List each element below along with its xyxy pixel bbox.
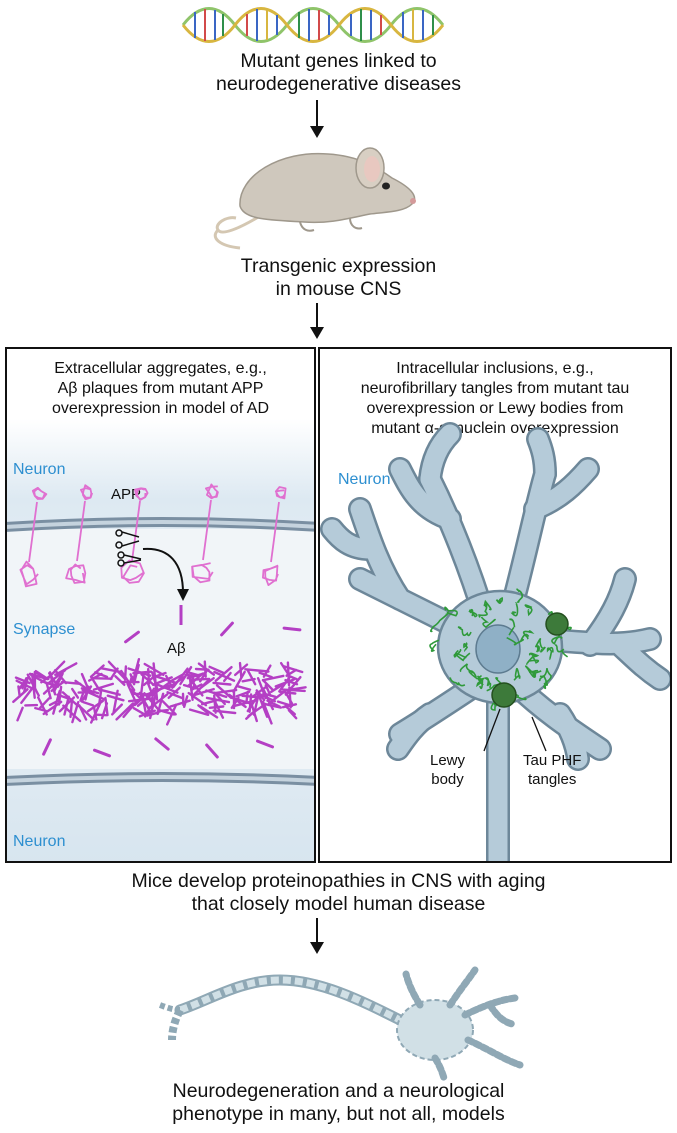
step-outcome-line-2: phenotype in many, but not all, models (172, 1103, 505, 1125)
app-label: APP (111, 486, 142, 503)
intracellular-title-line-4: mutant α-synuclein overexpression (371, 420, 619, 437)
abeta-aggregation-art (12, 483, 307, 759)
intracellular-title-line-2: neurofibrillary tangles from mutant tau (360, 380, 630, 397)
neuron-label: Neuron (338, 471, 391, 488)
dna-helix-icon (181, 7, 445, 43)
lewy-body-label: Lewy body (430, 751, 465, 789)
step-proteinopathy-line-2: that closely model human disease (191, 893, 486, 915)
synapse-background (7, 419, 314, 861)
intracellular-panel: Intracellular inclusions, e.g., neurofib… (318, 347, 672, 863)
step-transgenic-line-1: Transgenic expression (240, 255, 437, 277)
extracellular-title: Extracellular aggregates, e.g., Aβ plaqu… (7, 359, 314, 419)
mouse-illustration (213, 147, 416, 250)
neuron-bottom-label: Neuron (13, 833, 66, 850)
extracellular-title-line-3: overexpression in model of AD (52, 400, 269, 417)
step-outcome-caption: Neurodegeneration and a neurological phe… (0, 1080, 677, 1126)
extracellular-title-line-1: Extracellular aggregates, e.g., (54, 360, 267, 377)
neuron-illustration (320, 422, 670, 861)
step-transgenic-line-2: in mouse CNS (275, 278, 402, 300)
tau-tangles-label: Tau PHF tangles (523, 751, 581, 789)
scissors-icon (115, 529, 142, 567)
abeta-label: Aβ (167, 640, 186, 657)
degenerating-neuron-illustration (158, 966, 524, 1082)
lewy-body-line-1: Lewy (430, 752, 466, 769)
tau-tangles-line-2: tangles (527, 771, 577, 788)
step-outcome-line-1: Neurodegeneration and a neurological (172, 1080, 505, 1102)
intracellular-title-line-1: Intracellular inclusions, e.g., (396, 360, 594, 377)
down-arrow-icon (310, 100, 324, 138)
extracellular-panel: Extracellular aggregates, e.g., Aβ plaqu… (5, 347, 316, 863)
synapse-label: Synapse (13, 621, 76, 638)
step-genes-line-2: neurodegenerative diseases (215, 73, 461, 95)
lewy-body (491, 682, 517, 708)
step-genes-line-1: Mutant genes linked to (240, 50, 437, 72)
step-proteinopathy-caption: Mice develop proteinopathies in CNS with… (0, 870, 677, 916)
step-proteinopathy-line-1: Mice develop proteinopathies in CNS with… (131, 870, 546, 892)
neuron-top-label: Neuron (13, 461, 66, 478)
intracellular-title: Intracellular inclusions, e.g., neurofib… (320, 359, 670, 439)
lewy-body-line-2: body (431, 771, 464, 788)
extracellular-title-line-2: Aβ plaques from mutant APP (57, 380, 264, 397)
nucleus (475, 624, 521, 674)
intracellular-title-line-3: overexpression or Lewy bodies from (366, 400, 624, 417)
step-genes-caption: Mutant genes linked to neurodegenerative… (0, 50, 677, 96)
step-transgenic-caption: Transgenic expression in mouse CNS (0, 255, 677, 301)
down-arrow-icon (310, 918, 324, 954)
lewy-body (545, 612, 569, 636)
tau-tangles-line-1: Tau PHF (523, 752, 582, 769)
down-arrow-icon (310, 303, 324, 339)
